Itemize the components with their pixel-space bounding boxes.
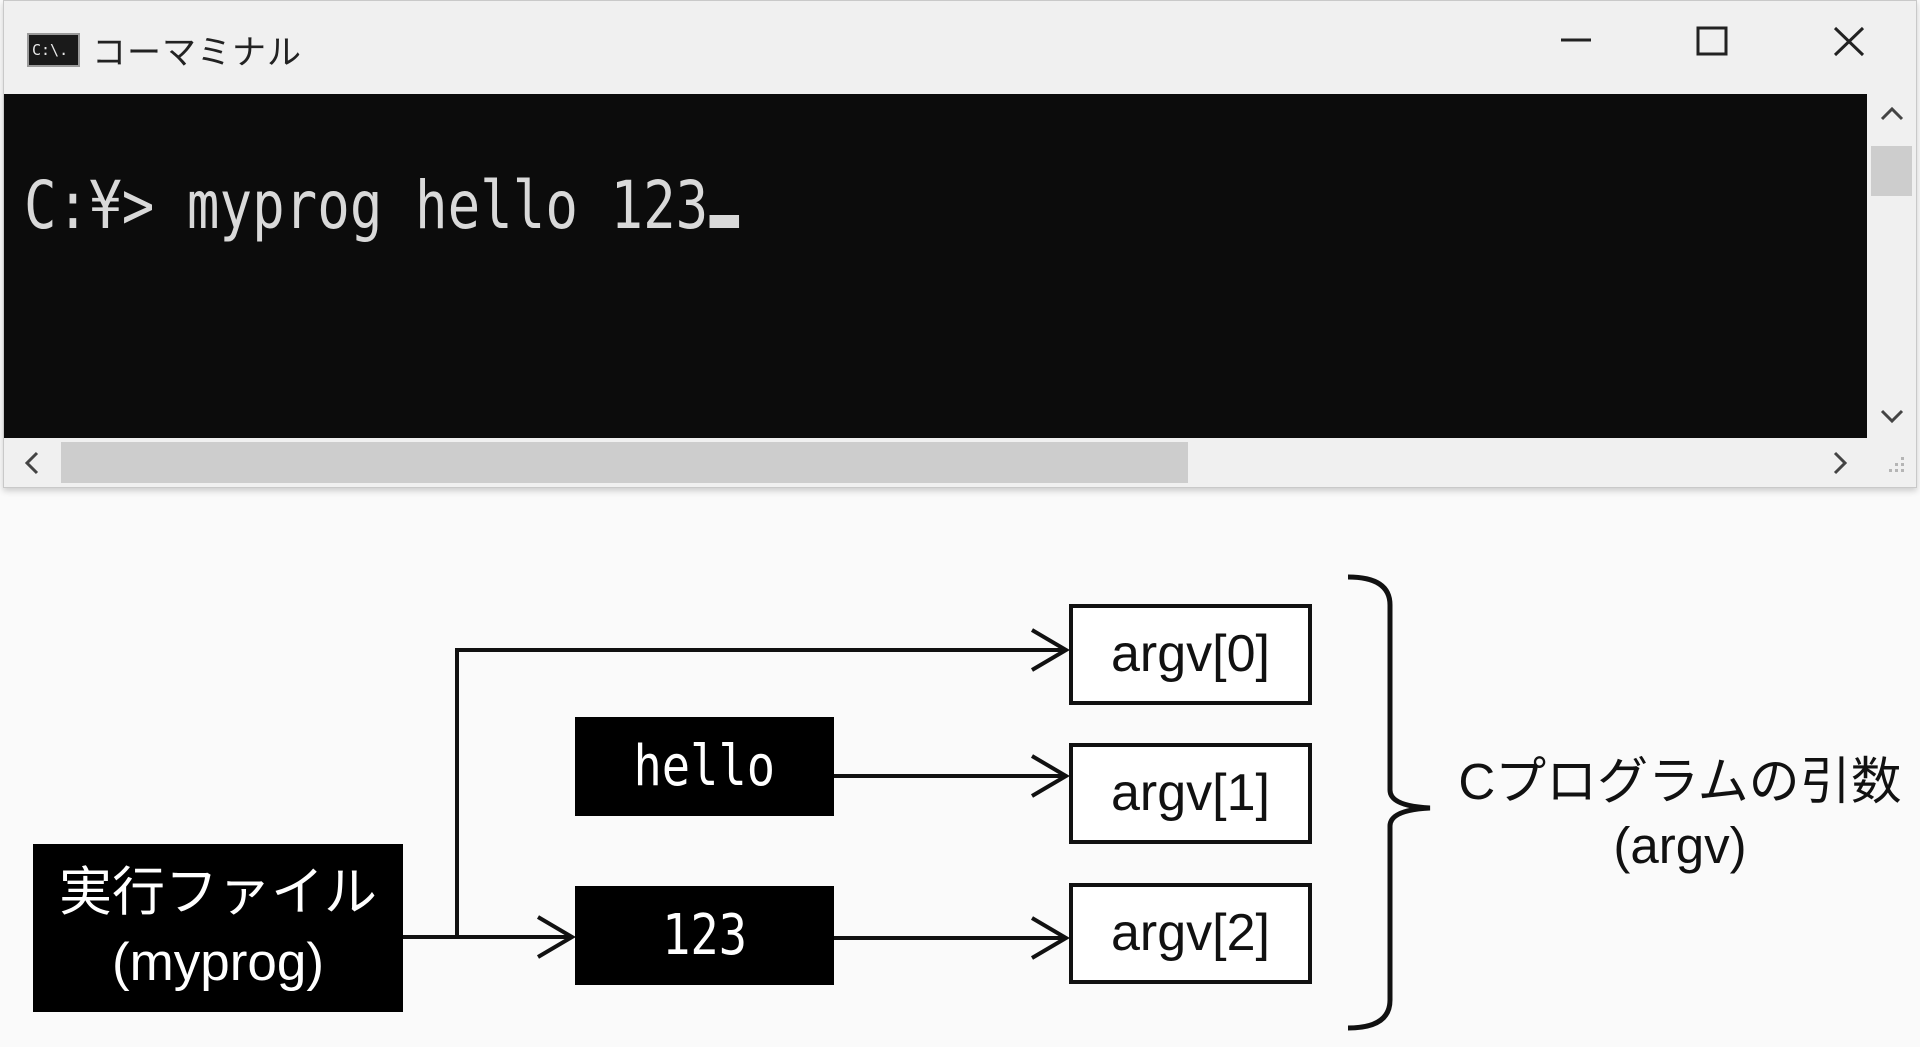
horizontal-scrollbar[interactable] [4,438,1916,487]
arrow-exe-to-123 [403,915,576,959]
chevron-right-icon[interactable] [1830,450,1850,476]
title-bar[interactable]: C:\. コーマミナル [4,1,1916,94]
argv0-box: argv[0] [1069,604,1312,705]
argv2-box: argv[2] [1069,883,1312,984]
horizontal-scroll-thumb[interactable] [61,442,1188,483]
terminal-window: C:\. コーマミナル C:¥> myprog hello 123 [3,0,1917,488]
executable-box: 実行ファイル (myprog) [33,844,403,1012]
text-cursor [709,215,740,228]
chevron-down-icon[interactable] [1879,406,1905,426]
resize-grip-icon[interactable] [1884,452,1908,476]
argv1-box: argv[1] [1069,743,1312,844]
argv-caption: Cプログラムの引数 (argv) [1440,750,1920,878]
vertical-scroll-thumb[interactable] [1871,146,1912,196]
close-icon [1833,26,1865,57]
arrow-123-to-argv2 [834,916,1070,960]
argv-diagram: 実行ファイル (myprog) hello 123 argv[0] argv[1… [0,520,1920,1047]
chevron-left-icon[interactable] [22,450,42,476]
chevron-up-icon[interactable] [1879,104,1905,124]
maximize-icon [1696,26,1728,56]
token-hello: hello [633,734,776,799]
window-title: コーマミナル [92,33,302,73]
console-output[interactable]: C:¥> myprog hello 123 [4,94,1867,438]
executable-label: 実行ファイル [59,863,377,922]
maximize-button[interactable] [1668,19,1758,79]
minimize-button[interactable] [1531,19,1621,79]
curly-brace [1347,574,1431,1031]
close-button[interactable] [1805,19,1895,79]
token-123: 123 [662,903,747,968]
command-line: C:¥> myprog hello 123 [24,167,740,244]
vertical-scrollbar[interactable] [1867,94,1916,438]
token-123-box: 123 [575,886,834,985]
caption-line2: (argv) [1613,817,1747,874]
caption-line1: Cプログラムの引数 [1458,753,1902,810]
token-hello-box: hello [575,717,834,816]
diagram-connectors [403,574,1431,1031]
prompt: C:¥> [24,167,187,244]
executable-name: (myprog) [111,933,325,992]
command-text: myprog hello 123 [186,167,709,244]
arrow-exe-to-argv0 [455,628,1070,937]
minimize-icon [1561,38,1591,42]
arrow-hello-to-argv1 [834,754,1070,798]
terminal-app-icon: C:\. [27,33,80,67]
